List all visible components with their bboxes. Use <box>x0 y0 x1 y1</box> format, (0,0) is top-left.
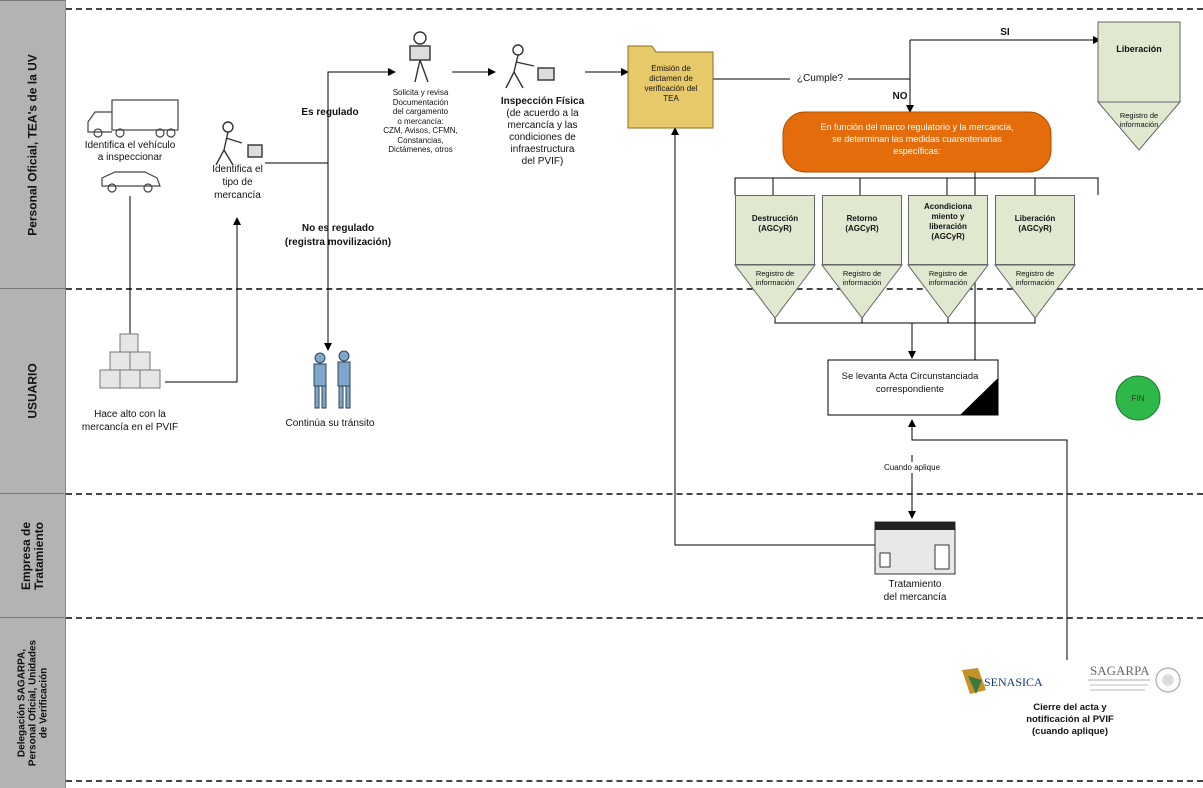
medidas-label: En función del marco regulatorio y la me… <box>820 122 1014 156</box>
lane-separator <box>66 288 1203 290</box>
medidas-decision-shape <box>782 111 1052 173</box>
inspector-icon <box>505 44 555 89</box>
identifica-tipo-label: Identifica el tipo de mercancía <box>212 164 263 201</box>
tratamiento-label: Tratamiento del mercancía <box>883 579 947 603</box>
retorno-box: Retorno (AGCyR) <box>822 195 902 265</box>
no-es-regulado-label: No es regulado (registra movilización) <box>284 223 392 248</box>
continua-label: Continúa su tránsito <box>285 418 375 429</box>
registro-label: Registro de información <box>842 269 882 287</box>
acondiciona-label: Acondiciona miento y liberación (AGCyR) <box>923 202 972 241</box>
car-icon <box>101 171 161 193</box>
lane-separator <box>66 780 1203 782</box>
acta-box <box>827 359 999 416</box>
liberacion-label: Liberación (AGCyR) <box>1014 214 1056 233</box>
no-label: NO <box>892 91 908 102</box>
retorno-label: Retorno (AGCyR) <box>845 214 879 233</box>
destruccion-label: Destrucción (AGCyR) <box>751 214 799 233</box>
truck-icon <box>87 99 179 138</box>
lane-empresa: Empresa de Tratamiento <box>0 493 66 617</box>
destruccion-box: Destrucción (AGCyR) <box>735 195 815 265</box>
lane-usuario: USUARIO <box>0 288 66 493</box>
lane-delegacion: Delegación SAGARPA, Personal Oficial, Un… <box>0 617 66 788</box>
sagarpa-logo-text: SAGARPA <box>1090 663 1150 678</box>
si-label: SI <box>1000 27 1010 38</box>
lane-separator <box>66 8 1203 10</box>
registro-triangles <box>733 264 1077 319</box>
emision-label: Emisión de dictamen de verificación del … <box>644 64 698 103</box>
registro-label: Registro de información <box>928 269 968 287</box>
boxes-icon <box>99 333 161 389</box>
folder-icon <box>627 45 714 129</box>
fin-terminator <box>1115 375 1161 421</box>
lane-personal-oficial: Personal Oficial, TEA's de la UV <box>0 0 66 288</box>
lane-separator <box>66 617 1203 619</box>
liberacion-box: Liberación (AGCyR) <box>995 195 1075 265</box>
fin-label: FIN <box>1131 394 1145 403</box>
registro-label: Registro de información <box>755 269 795 287</box>
solicita-label: Solicita y revisa Documentación del carg… <box>383 88 458 154</box>
sagarpa-logo: SAGARPA <box>1088 663 1150 691</box>
liberacion-top-shape <box>1096 21 1182 151</box>
senasica-logo-text: SENASICA <box>984 675 1043 689</box>
es-regulado-label: Es regulado <box>301 107 359 118</box>
treatment-building-icon <box>874 521 956 575</box>
acondiciona-box: Acondiciona miento y liberación (AGCyR) <box>908 195 988 265</box>
hace-alto-label: Hace alto con la mercancía en el PVIF <box>81 409 179 433</box>
registro-label: Registro de información <box>1015 269 1055 287</box>
liberacion-top-label: Liberación <box>1116 44 1162 54</box>
handshake-icon <box>313 350 351 409</box>
registro-top-label: Registro de información <box>1119 111 1159 129</box>
cumple-label: ¿Cumple? <box>796 73 844 84</box>
inspeccion-title: Inspección Física <box>500 96 585 107</box>
identifica-vehiculo-label: Identifica el vehículo a inspeccionar <box>84 140 176 163</box>
document-reviewer-icon <box>409 31 431 83</box>
government-seal-icon <box>1155 667 1181 693</box>
cierre-label: Cierre del acta y notificación al PVIF (… <box>1026 702 1114 737</box>
acta-label: Se levanta Acta Circunstanciada correspo… <box>841 371 979 395</box>
inspeccion-body: (de acuerdo a la mercancía y las condici… <box>506 108 579 167</box>
senasica-logo: SENASICA <box>962 668 1043 694</box>
connectors <box>126 36 1101 660</box>
lane-separator <box>66 493 1203 495</box>
inspector-icon <box>215 121 263 166</box>
cuando-aplique-label: Cuando aplique <box>872 462 952 473</box>
